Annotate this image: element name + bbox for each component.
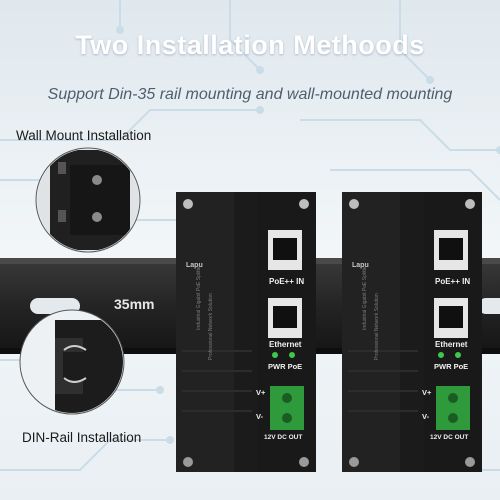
wall-mount-caption: Wall Mount Installation <box>16 128 152 143</box>
dc-out-label: 12V DC OUT <box>264 434 303 441</box>
product-label: Industrial Gigabit PoE Splitter <box>196 264 202 330</box>
rail-width-label: 35mm <box>114 296 155 312</box>
sub-label: Professional Network Solution <box>374 293 380 360</box>
brand-label: Lapu <box>186 262 203 269</box>
port-in-label: PoE++ IN <box>269 277 305 286</box>
dc-out-label: 12V DC OUT <box>430 434 469 441</box>
device-body <box>342 192 482 472</box>
product-label: Industrial Gigabit PoE Splitter <box>362 264 368 330</box>
terminal-neg-label: V- <box>422 412 430 421</box>
poe-splitter-left: PoE++ IN Ethernet PWR PoE V+ V- 12V DC O… <box>172 190 322 480</box>
terminal-neg-label: V- <box>256 412 264 421</box>
poe-splitter-right: PoE++ IN Ethernet PWR PoE V+ V- 12V DC O… <box>338 190 488 480</box>
din-rail-inset <box>19 309 125 415</box>
port-ethernet-label: Ethernet <box>269 340 302 349</box>
terminal-pos-label: V+ <box>422 388 432 397</box>
page-subtitle: Support Din-35 rail mounting and wall-mo… <box>47 86 453 103</box>
page-title: Two Installation Methoods <box>75 30 425 60</box>
port-ethernet-label: Ethernet <box>435 340 468 349</box>
terminal-pos-label: V+ <box>256 388 266 397</box>
device-body <box>176 192 316 472</box>
indicator-label: PWR PoE <box>268 362 303 371</box>
port-in-label: PoE++ IN <box>435 277 471 286</box>
indicator-label: PWR PoE <box>434 362 469 371</box>
brand-label: Lapu <box>352 262 369 269</box>
din-rail-caption: DIN-Rail Installation <box>22 430 142 445</box>
sub-label: Professional Network Solution <box>208 293 214 360</box>
wall-mount-inset <box>35 147 141 253</box>
